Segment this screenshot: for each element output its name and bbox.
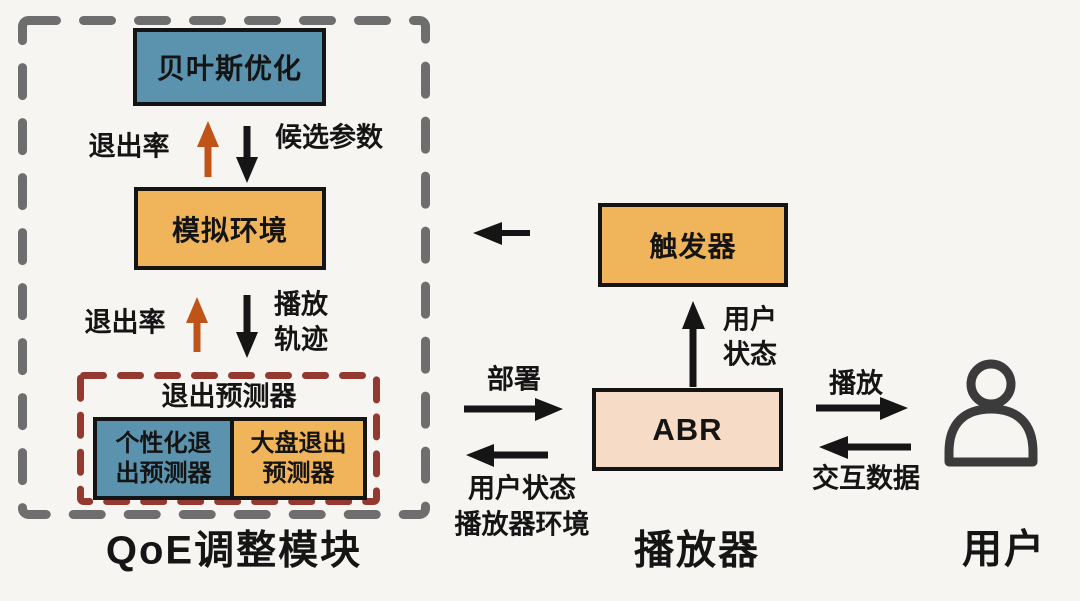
exit-rate-top-label: 退出率 xyxy=(88,131,170,162)
exit-predictor-title: 退出预测器 xyxy=(161,381,297,412)
user-status-arrow-label: 用户 状态 xyxy=(723,302,777,371)
trigger-label: 触发器 xyxy=(649,231,737,262)
exit-rate-up-arrow-bottom xyxy=(186,297,208,352)
abr-to-qoe-left-arrow xyxy=(466,444,548,467)
user-status-up-arrow xyxy=(682,301,705,387)
playback-trace-down-arrow xyxy=(236,295,258,358)
candidate-params-label: 候选参数 xyxy=(275,122,383,153)
exit-rate-bottom-label: 退出率 xyxy=(84,307,166,338)
global-predictor-line1: 大盘退出 xyxy=(250,430,347,458)
interaction-data-label: 交互数据 xyxy=(812,463,920,494)
user-title: 用户 xyxy=(962,527,1046,572)
feedback-user-status-label: 用户状态 xyxy=(468,473,576,504)
global-predictor-line2: 预测器 xyxy=(262,459,335,487)
simulation-env-label: 模拟环境 xyxy=(171,214,288,246)
feedback-player-env-label: 播放器环境 xyxy=(454,509,590,540)
personal-exit-predictor-box: 个性化退 出预测器 xyxy=(97,421,230,496)
user-status-line2: 状态 xyxy=(723,339,777,369)
deploy-right-arrow xyxy=(464,398,563,421)
play-label: 播放 xyxy=(829,368,883,399)
player-title: 播放器 xyxy=(634,528,760,573)
personal-predictor-line2: 出预测器 xyxy=(115,459,212,487)
person-icon xyxy=(944,359,1038,467)
global-exit-predictor-box: 大盘退出 预测器 xyxy=(230,421,363,496)
exit-predictor-boxes: 个性化退 出预测器 大盘退出 预测器 xyxy=(93,417,367,500)
abr-label: ABR xyxy=(652,411,723,447)
user-to-abr-left-arrow xyxy=(819,436,911,459)
playback-trace-line2: 轨迹 xyxy=(274,324,328,354)
play-right-arrow xyxy=(816,397,908,420)
abr-box: ABR xyxy=(592,388,783,471)
global-exit-predictor-label: 大盘退出 预测器 xyxy=(251,429,347,488)
deploy-label: 部署 xyxy=(487,364,541,395)
user-status-line1: 用户 xyxy=(723,304,777,335)
bayes-optimization-box: 贝叶斯优化 xyxy=(133,28,326,106)
simulation-env-box: 模拟环境 xyxy=(134,187,326,270)
playback-trace-line1: 播放 xyxy=(274,289,328,320)
qoe-module-dashed-border xyxy=(18,16,430,519)
playback-trace-label: 播放 轨迹 xyxy=(274,287,328,356)
exit-predictor-dashed-border xyxy=(77,372,380,505)
personal-predictor-line1: 个性化退 xyxy=(115,430,212,458)
trigger-to-qoe-left-arrow xyxy=(473,222,530,245)
qoe-module-title: QoE调整模块 xyxy=(105,528,363,573)
trigger-box: 触发器 xyxy=(598,203,788,287)
personal-exit-predictor-label: 个性化退 出预测器 xyxy=(116,429,212,488)
candidate-params-down-arrow xyxy=(236,126,258,183)
exit-rate-up-arrow-top xyxy=(197,121,219,177)
bayes-optimization-label: 贝叶斯优化 xyxy=(156,53,302,84)
